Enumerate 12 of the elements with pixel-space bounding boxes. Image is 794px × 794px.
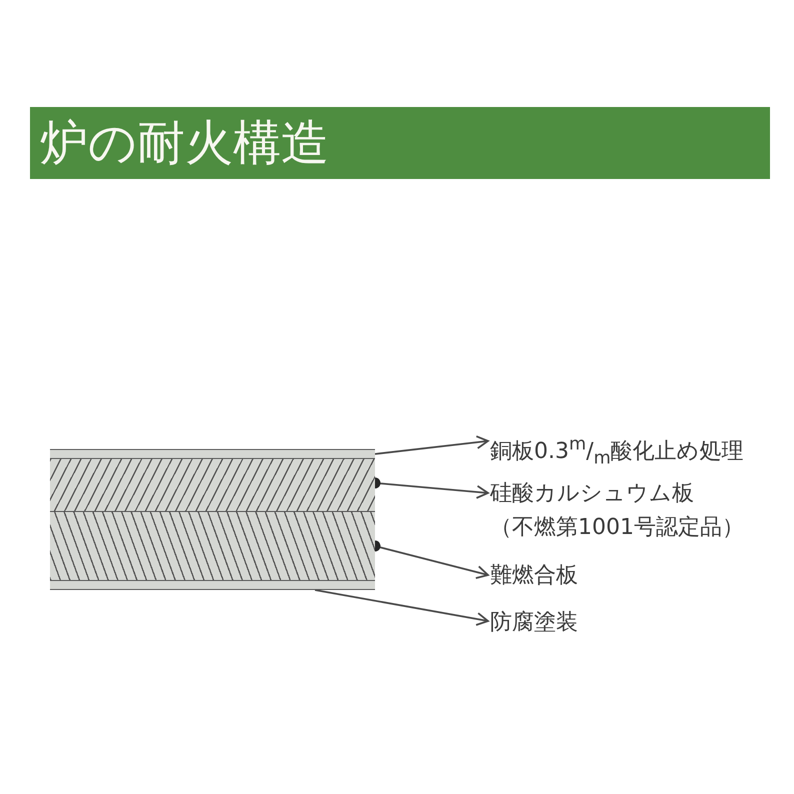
- layer-label: 難燃合板: [490, 563, 578, 589]
- bottom-thin-layer: [50, 580, 375, 590]
- layer-label: 防腐塗装: [490, 610, 578, 636]
- layer-label: 銅板0.3$^{m}$/$_{m}$酸化止め処理: [490, 439, 744, 465]
- title: 炉の耐火構造: [40, 114, 329, 172]
- leader-arrow: [314, 589, 489, 626]
- leader-arrow: [374, 435, 489, 455]
- layer-label: 硅酸カルシュウム板: [490, 481, 695, 507]
- top-thin-layer: [50, 449, 375, 459]
- hatched-layer: [50, 459, 375, 512]
- hatched-layer: [50, 512, 375, 580]
- layer-note: （不燃第1001号認定品）: [490, 515, 744, 541]
